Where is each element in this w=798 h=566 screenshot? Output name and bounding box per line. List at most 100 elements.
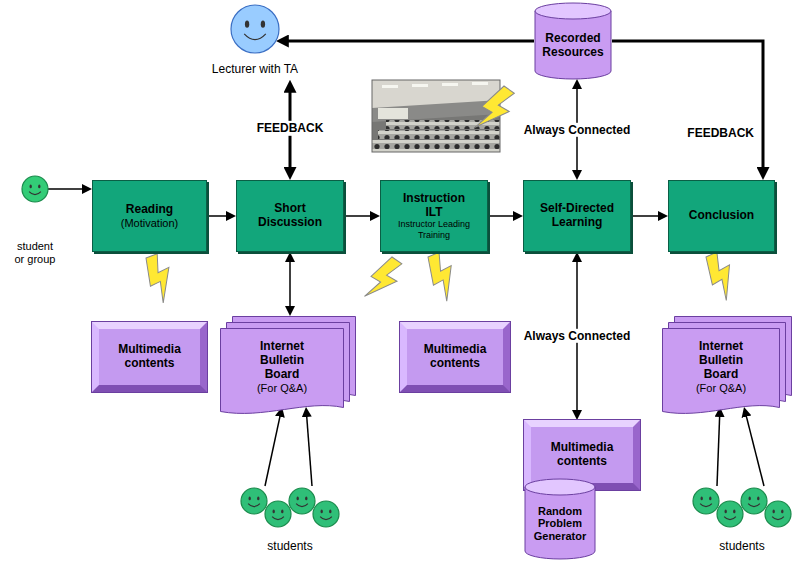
face-smile — [244, 34, 266, 40]
face-eye — [773, 509, 775, 513]
node-text: (Motivation) — [121, 217, 178, 230]
photo-row — [378, 130, 500, 139]
node-text: (For Q&A) — [247, 382, 317, 395]
connector-arrow — [745, 413, 764, 486]
face-icon — [195, 3, 315, 55]
node-text: Multimedia contents — [415, 343, 495, 371]
face-eye — [329, 509, 331, 513]
media-box: Multimedia contents — [92, 322, 207, 392]
photo-light — [472, 82, 488, 85]
edge-label: Always Connected — [521, 123, 634, 137]
lightning-bolt — [470, 82, 520, 138]
face-circle — [265, 501, 291, 527]
face-eye — [757, 496, 759, 500]
node-text: Recorded Resources — [537, 32, 609, 60]
face-circle — [717, 501, 743, 527]
edge-label: FEEDBACK — [684, 126, 757, 140]
node-text: Self-Directed Learning — [535, 202, 619, 230]
document-sheet — [663, 329, 780, 414]
face-smile — [248, 504, 260, 507]
photo-light — [412, 84, 428, 87]
face-circle — [765, 501, 791, 527]
face-eye — [321, 509, 323, 513]
process-box: Instruction ILTInstructor Leading Traini… — [380, 180, 488, 252]
face-eye — [749, 496, 751, 500]
node-text: student or group — [12, 240, 58, 265]
photo-ground — [372, 80, 500, 152]
bulletin-board: Internet Bulletin Board(For Q&A) — [662, 316, 792, 416]
face-icon — [5, 174, 65, 204]
photo-row — [372, 140, 500, 152]
photo-floor — [372, 114, 500, 152]
face-eye — [261, 21, 265, 28]
connector-arrow — [488, 215, 517, 217]
connector-arrow — [717, 413, 720, 486]
student-icon: student or group — [5, 174, 65, 265]
cylinder-body — [535, 11, 611, 79]
node-text: Multimedia contents — [110, 343, 190, 371]
face-smile — [320, 517, 332, 520]
node-text: Internet Bulletin Board — [247, 340, 317, 381]
node-text: Instruction ILT — [395, 192, 473, 220]
connector-arrow — [207, 215, 230, 217]
face-eye — [733, 509, 735, 513]
face-eye — [725, 509, 727, 513]
face-smile — [748, 504, 760, 507]
node-text: students — [692, 540, 792, 554]
node-text: (For Q&A) — [686, 382, 756, 395]
edge-label: FEEDBACK — [254, 121, 327, 135]
process-box: Short Discussion — [236, 180, 344, 252]
face-eye — [257, 496, 259, 500]
face-circle — [22, 176, 48, 202]
process-box: Conclusion — [668, 180, 775, 252]
connector-arrow — [631, 215, 662, 217]
photo-light — [382, 85, 398, 88]
bulletin-board: Internet Bulletin Board(For Q&A) — [220, 316, 356, 416]
generator-cylinder: Random Problem Generator — [524, 478, 596, 560]
faces-icon — [240, 486, 340, 530]
lightning-bolt — [422, 250, 463, 304]
edge-label: Always Connected — [521, 329, 634, 343]
face-eye — [297, 496, 299, 500]
face-smile — [29, 192, 41, 195]
cylinder-body — [525, 487, 595, 559]
node-text: Random Problem Generator — [527, 505, 593, 543]
connector-arrow — [48, 188, 86, 190]
face-eye — [273, 509, 275, 513]
face-smile — [724, 517, 736, 520]
face-smile — [772, 517, 784, 520]
connector-arrow — [289, 258, 291, 310]
node-text: Internet Bulletin Board — [686, 340, 756, 381]
face-eye — [701, 496, 703, 500]
lightning-bolt — [140, 252, 180, 305]
cylinder-top — [535, 3, 611, 19]
lightning-bolt — [701, 249, 743, 303]
face-smile — [296, 504, 308, 507]
lecturer-icon: Lecturer with TA — [195, 3, 315, 77]
student-group: students — [692, 486, 792, 554]
node-text: Multimedia contents — [542, 441, 622, 469]
connector-arrow — [344, 215, 374, 217]
connector-arrow — [306, 413, 312, 486]
face-circle — [241, 488, 267, 514]
face-circle — [289, 488, 315, 514]
face-eye — [709, 496, 711, 500]
face-circle — [313, 501, 339, 527]
node-text: students — [240, 540, 340, 554]
node-text: Short Discussion — [250, 202, 330, 230]
face-circle — [231, 5, 279, 53]
face-eye — [305, 496, 307, 500]
face-circle — [693, 488, 719, 514]
media-box: Multimedia contents — [524, 420, 640, 490]
media-box: Multimedia contents — [400, 322, 510, 392]
document-sheet — [221, 329, 344, 414]
connector-arrow — [265, 413, 281, 486]
photo-ceiling — [372, 80, 500, 108]
student-group: students — [240, 486, 340, 554]
cylinder-top — [525, 479, 595, 495]
process-box: Reading(Motivation) — [92, 180, 207, 252]
face-eye — [38, 184, 40, 188]
face-eye — [245, 21, 249, 28]
face-circle — [741, 488, 767, 514]
